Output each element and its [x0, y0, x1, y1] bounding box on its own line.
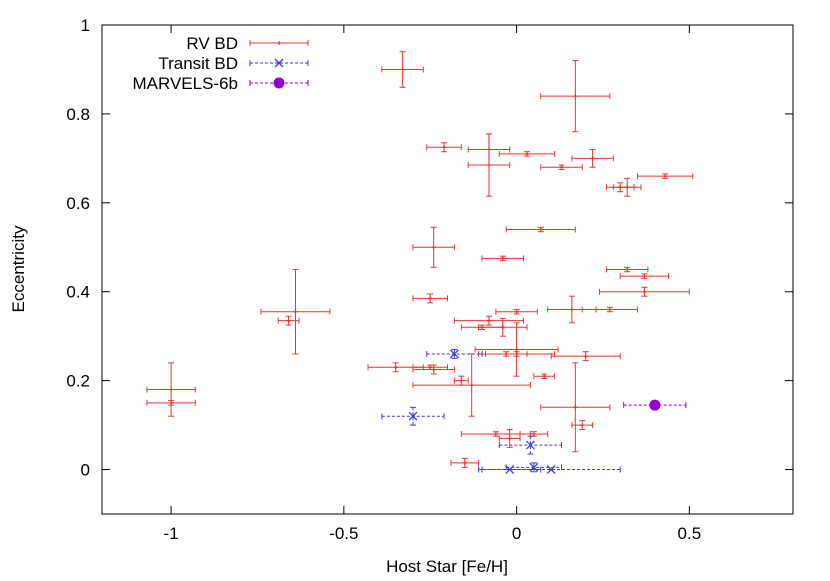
x-tick-label: -0.5 — [329, 524, 358, 543]
x-marker — [449, 349, 459, 359]
dot-marker — [649, 399, 661, 411]
x-marker — [408, 411, 418, 421]
data-point — [146, 399, 196, 406]
data-point — [505, 462, 563, 473]
data-point — [498, 150, 556, 157]
data-point — [474, 322, 559, 377]
data-point — [540, 60, 611, 133]
data-point — [498, 429, 521, 448]
data-series — [146, 51, 694, 475]
series-0 — [146, 51, 694, 468]
y-tick-label: 0 — [81, 461, 90, 480]
data-point — [426, 142, 462, 153]
data-point — [478, 317, 528, 337]
data-point — [381, 406, 445, 426]
legend-label: RV BD — [186, 34, 238, 53]
data-point — [571, 420, 594, 431]
data-point — [637, 173, 694, 180]
data-point — [540, 362, 611, 453]
data-point — [498, 435, 563, 455]
data-point — [450, 457, 480, 468]
data-point — [619, 273, 670, 280]
y-axis-title: Eccentricity — [9, 225, 28, 312]
data-point — [481, 465, 621, 475]
data-point — [412, 364, 455, 375]
y-tick-label: 0.8 — [66, 105, 90, 124]
data-point — [599, 286, 690, 297]
y-tick-label: 0.6 — [66, 194, 90, 213]
series-2 — [623, 399, 687, 411]
data-point — [453, 375, 469, 386]
x-marker — [529, 462, 539, 472]
data-point — [467, 133, 511, 197]
x-marker — [525, 440, 535, 450]
legend-entry: MARVELS-6b — [132, 74, 309, 93]
x-marker — [546, 465, 556, 475]
y-tick-label: 1 — [81, 16, 90, 35]
data-point — [426, 349, 483, 359]
data-point — [550, 351, 621, 362]
axis-ticks: -1 -0.5 0 0.5 0 0.2 0.4 0.6 0.8 1 — [66, 16, 793, 543]
legend-entry: Transit BD — [158, 54, 309, 73]
data-point — [481, 255, 525, 262]
data-point — [605, 266, 649, 273]
x-axis-title: Host Star [Fe/H] — [386, 557, 508, 576]
data-point — [277, 315, 300, 326]
data-point — [412, 226, 455, 268]
legend-label: Transit BD — [158, 54, 238, 73]
legend-entry: RV BD — [186, 34, 309, 53]
data-point — [540, 164, 583, 171]
data-point — [453, 315, 525, 326]
data-point — [381, 51, 424, 88]
data-point — [412, 353, 531, 417]
data-point — [571, 148, 614, 168]
data-point — [533, 373, 556, 380]
data-point — [260, 269, 331, 355]
x-tick-label: 0 — [512, 524, 521, 543]
data-point — [412, 293, 448, 304]
dot-marker — [273, 77, 285, 89]
data-point — [581, 306, 639, 313]
data-point — [519, 430, 549, 437]
data-point — [505, 226, 576, 233]
x-tick-label: 0.5 — [678, 524, 702, 543]
x-tick-label: -1 — [164, 524, 179, 543]
y-tick-label: 0.2 — [66, 372, 90, 391]
data-point — [623, 399, 687, 411]
series-1 — [381, 349, 621, 475]
data-point — [146, 362, 196, 417]
data-point — [495, 308, 538, 315]
data-point — [612, 177, 642, 197]
x-marker — [274, 58, 284, 68]
plot-frame — [101, 24, 794, 515]
data-point — [485, 350, 528, 357]
y-tick-label: 0.4 — [66, 283, 90, 302]
legend-label: MARVELS-6b — [132, 74, 238, 93]
